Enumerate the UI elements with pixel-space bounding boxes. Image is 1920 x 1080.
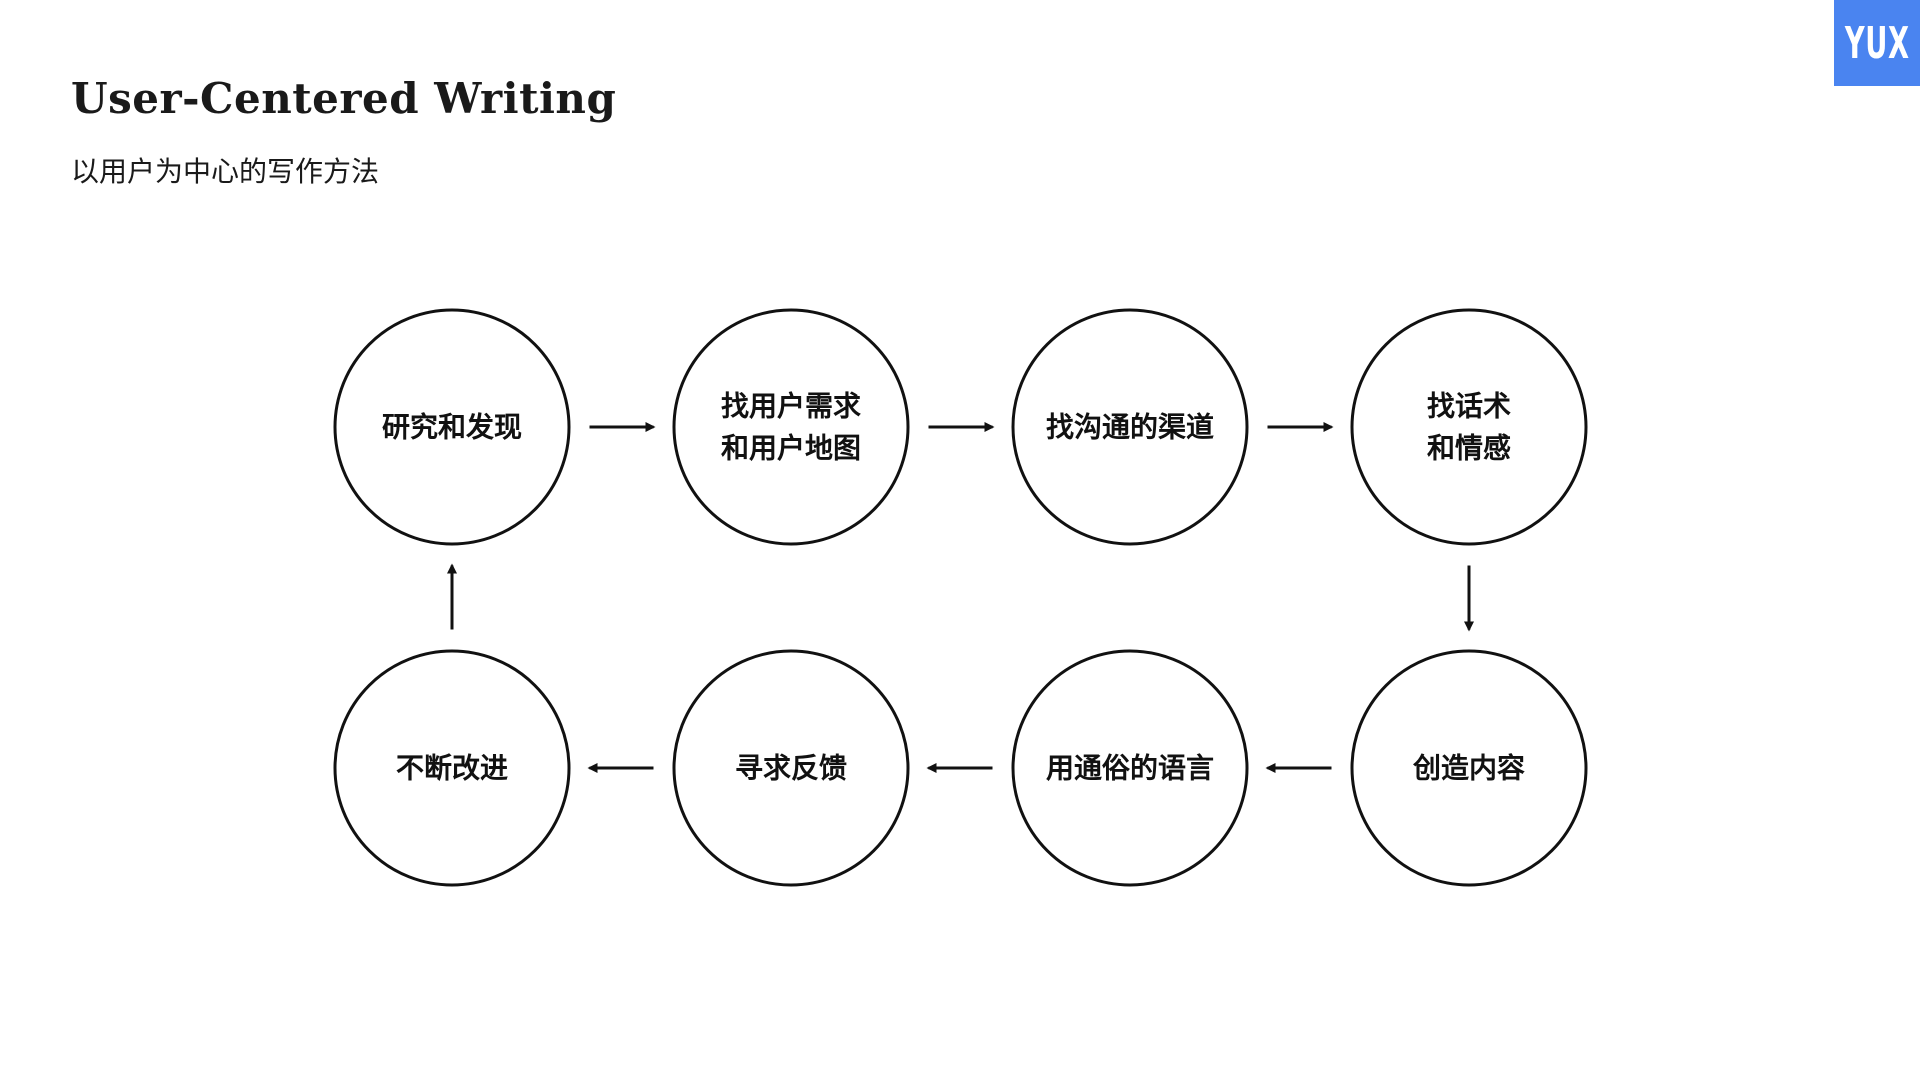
node-label: 找话术 [1427, 390, 1511, 423]
node-label: 用通俗的语言 [1046, 752, 1214, 785]
process-node-1: 研究和发现 [333, 308, 571, 546]
process-node-8: 不断改进 [333, 649, 571, 887]
node-circle [672, 308, 910, 546]
process-node-3: 找沟通的渠道 [1011, 308, 1249, 546]
node-circle [333, 308, 571, 546]
node-label: 寻求反馈 [735, 752, 847, 785]
node-circle [672, 649, 910, 887]
node-label: 不断改进 [396, 752, 508, 785]
process-node-7: 寻求反馈 [672, 649, 910, 887]
logo-text: YUX [1844, 17, 1910, 69]
page-subtitle: 以用户为中心的写作方法 [71, 155, 380, 188]
node-label: 和情感 [1427, 432, 1511, 465]
yux-logo: YUX [1834, 0, 1920, 86]
process-node-6: 用通俗的语言 [1011, 649, 1249, 887]
node-circle [1011, 308, 1249, 546]
node-label: 找用户需求 [721, 390, 861, 423]
node-label: 研究和发现 [382, 411, 522, 444]
node-label: 创造内容 [1412, 752, 1525, 785]
node-label: 和用户地图 [721, 432, 861, 465]
node-circle [1350, 308, 1588, 546]
page-title: User-Centered Writing [71, 74, 617, 123]
node-circle [333, 649, 571, 887]
node-label: 找沟通的渠道 [1046, 411, 1214, 444]
node-circle [1350, 649, 1588, 887]
node-circle [1011, 649, 1249, 887]
process-node-5: 创造内容 [1350, 649, 1588, 887]
